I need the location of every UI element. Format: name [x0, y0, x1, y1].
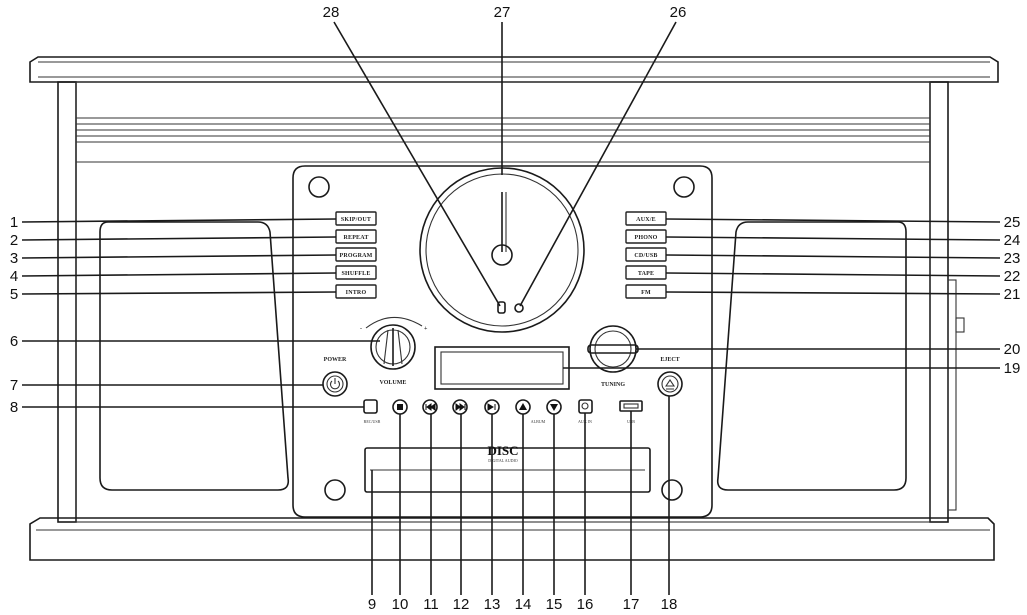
dial-right-indicator [514, 303, 524, 313]
callout-4: 4 [10, 268, 18, 285]
dial-left-indicator [497, 301, 506, 314]
skip-forward-button[interactable] [452, 399, 468, 415]
callout-10: 10 [392, 596, 409, 613]
intro-button-label: INTRO [346, 290, 367, 296]
phono-button-label: PHONO [635, 235, 658, 241]
callout-23: 23 [1004, 250, 1021, 267]
power-button[interactable] [322, 371, 348, 397]
lcd-display [434, 346, 570, 390]
callout-18: 18 [661, 596, 678, 613]
callout-25: 25 [1004, 214, 1021, 231]
cd-usb-button-label: CD/USB [634, 253, 657, 259]
right-speaker-grille [716, 221, 907, 491]
left-speaker-grille [99, 221, 290, 491]
tape-button-label: TAPE [638, 271, 654, 277]
skip-out-button-label: SKIP/OUT [341, 217, 371, 223]
fm-button[interactable] [625, 284, 667, 299]
callout-numbers: 1 2 3 4 5 6 7 8 25 24 23 22 21 20 19 28 … [10, 4, 1021, 613]
callout-15: 15 [546, 596, 563, 613]
screw-top-left [308, 176, 330, 198]
aux-in-jack[interactable] [578, 399, 593, 414]
power-icon [329, 378, 341, 390]
rec-usb-label: REC/USB [364, 419, 381, 424]
eject-label: EJECT [660, 357, 679, 363]
callout-3: 3 [10, 250, 18, 267]
callout-19: 19 [1004, 360, 1021, 377]
callout-21: 21 [1004, 286, 1021, 303]
screw-top-right [673, 176, 695, 198]
callout-5: 5 [10, 286, 18, 303]
volume-knob[interactable] [365, 316, 423, 370]
screw-bottom-right [661, 479, 683, 501]
volume-minus-label: - [360, 326, 362, 332]
callout-1: 1 [10, 214, 18, 231]
cd-logo: DISC DIGITAL AUDIO [487, 443, 518, 463]
svg-text:DISC: DISC [487, 443, 518, 458]
callout-8: 8 [10, 399, 18, 416]
cabinet [29, 56, 999, 561]
tuning-knob[interactable] [587, 325, 639, 373]
phono-button[interactable] [625, 229, 667, 244]
callout-lines [21, 21, 1001, 595]
tape-button[interactable] [625, 265, 667, 280]
callout-28: 28 [323, 4, 340, 21]
screw-bottom-left [324, 479, 346, 501]
cd-usb-button[interactable] [625, 247, 667, 262]
callout-7: 7 [10, 377, 18, 394]
callout-27: 27 [494, 4, 511, 21]
callout-26: 26 [670, 4, 687, 21]
eject-button[interactable] [657, 371, 683, 397]
callout-12: 12 [453, 596, 470, 613]
triangle-up-icon [519, 403, 527, 410]
aux-e-button-label: AUX/E [636, 217, 656, 223]
skip-forward-icon [455, 403, 466, 411]
callout-20: 20 [1004, 341, 1021, 358]
callout-22: 22 [1004, 268, 1021, 285]
callout-6: 6 [10, 333, 18, 350]
skip-back-button[interactable] [422, 399, 438, 415]
left-function-buttons: SKIP/OUT REPEAT PROGRAM SHUFFLE INTRO [335, 211, 377, 299]
stop-icon [397, 404, 403, 410]
skip-out-button[interactable] [335, 211, 377, 226]
power-label: POWER [324, 357, 347, 363]
program-button-label: PROGRAM [339, 253, 372, 259]
control-panel [292, 165, 713, 518]
tuning-label: TUNING [601, 382, 625, 388]
callout-16: 16 [577, 596, 594, 613]
eject-icon [664, 379, 676, 390]
usb-port[interactable] [619, 400, 643, 412]
callout-17: 17 [623, 596, 640, 613]
aux-e-button[interactable] [625, 211, 667, 226]
volume-plus-label: + [424, 326, 428, 332]
callout-14: 14 [515, 596, 532, 613]
svg-text:DIGITAL AUDIO: DIGITAL AUDIO [488, 458, 518, 463]
volume-label: VOLUME [380, 380, 407, 386]
turntable-dial [419, 167, 585, 333]
callout-13: 13 [484, 596, 501, 613]
callout-11: 11 [423, 596, 439, 613]
shuffle-button[interactable] [335, 265, 377, 280]
fm-button-label: FM [641, 290, 651, 296]
shuffle-button-label: SHUFFLE [341, 271, 370, 277]
album-label: ALBUM [531, 419, 546, 424]
right-source-buttons: AUX/E PHONO CD/USB TAPE FM [625, 211, 667, 299]
repeat-button-label: REPEAT [343, 235, 368, 241]
intro-button[interactable] [335, 284, 377, 299]
program-button[interactable] [335, 247, 377, 262]
skip-back-icon [425, 403, 436, 411]
rec-usb-button[interactable] [363, 399, 378, 414]
cd-slot [364, 447, 651, 493]
callout-24: 24 [1004, 232, 1021, 249]
triangle-down-icon [550, 404, 558, 411]
play-pause-icon [487, 403, 496, 411]
callout-2: 2 [10, 232, 18, 249]
callout-9: 9 [368, 596, 376, 613]
repeat-button[interactable] [335, 229, 377, 244]
transport-buttons: REC/USB ALBUM AUX IN USB [363, 399, 643, 424]
